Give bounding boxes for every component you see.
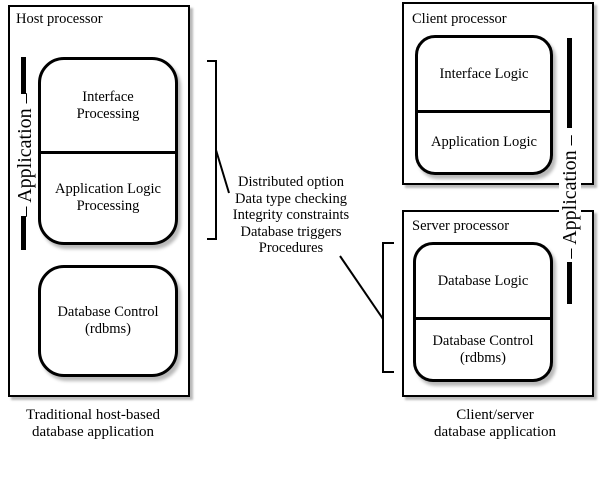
client-server-caption: Client/server database application [433,407,557,440]
database-control-cell: Database Control (rdbms) [57,304,159,337]
list-item: Distributed option [238,174,344,190]
list-item: Database triggers [240,223,342,240]
client-application-rect: Interface Logic Application Logic [415,35,553,175]
server-database-control-cell: Database Control (rdbms) [416,317,550,379]
list-item: Integrity constraints [232,207,350,223]
interface-processing-cell: Interface Processing [76,88,140,122]
application-span-bar-top-right [567,38,572,128]
left-bracket [207,60,217,240]
interface-logic-cell: Interface Logic [439,65,529,82]
database-logic-cell: Database Logic [437,272,529,289]
application-logic-cell: Application Logic [418,110,550,172]
host-database-control-rect: Database Control (rdbms) [38,265,178,377]
application-span-bar-bottom-right [567,262,572,304]
application-span-bar-top-left [21,57,26,94]
right-connector-line [339,255,384,320]
application-vertical-label-right: – Application – [559,132,581,262]
server-database-rect: Database Logic Database Control (rdbms) [413,242,553,382]
client-processor-title: Client processor [412,11,507,27]
list-item: Procedures [258,240,324,256]
list-item: Data type checking [235,190,347,207]
server-processor-title: Server processor [412,218,510,234]
application-span-bar-bottom-left [21,216,26,250]
right-bracket [382,242,394,373]
host-application-rect: Interface Processing Application Logic P… [38,57,178,245]
host-processor-title: Host processor [16,11,103,27]
application-logic-processing-cell: Application Logic Processing [41,151,175,242]
host-caption: Traditional host-based database applicat… [25,407,161,440]
application-vertical-label-left: – Application – [13,93,36,217]
distributed-options-list: Distributed option Data type checking In… [225,174,357,257]
